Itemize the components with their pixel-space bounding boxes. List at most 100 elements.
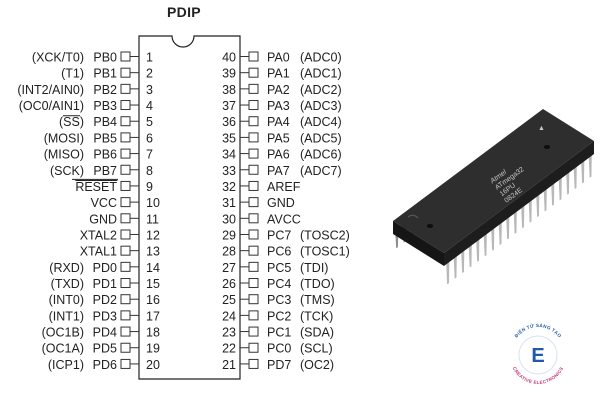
pin-port: PC5 [267,261,291,275]
pin-box-40 [248,51,259,62]
pin-alt-function: (OC1A) [42,342,84,356]
pin-port: PB1 [93,67,117,81]
pin-box-3 [120,83,131,94]
dip-outline [138,35,241,380]
pin-alt-function: (ADC5) [300,131,342,145]
pin-port: PB6 [93,148,117,162]
pin-port: PC6 [267,245,291,259]
chip-photo: ▲ Atmel ATmega32 16PU 0824E [393,109,594,285]
pin-box-16 [120,294,131,305]
pin-box-32 [248,180,259,191]
pin-port: AVCC [267,212,301,226]
pin-port: PA7 [267,164,290,178]
pin-number: 29 [222,228,236,242]
pin-port: PC2 [267,309,291,323]
pin-number: 33 [222,164,236,178]
chip-leg [551,180,555,206]
pin-box-25 [248,294,259,305]
pin-number: 27 [222,261,236,275]
pin-alt-function: (TOSC1) [300,245,350,259]
chip-leg [468,242,472,268]
pin-port: AREF [267,180,301,194]
pin-box-24 [248,310,259,321]
chip-leg [558,175,562,201]
pin-number: 13 [146,245,160,259]
pin-box-10 [120,197,131,208]
chip-leg [581,158,585,184]
pin-box-22 [248,342,259,353]
pin-number: 2 [146,67,153,81]
pin-port: PA1 [267,67,290,81]
pin-port: PD3 [93,309,117,323]
chip-leg [536,192,540,217]
pin-box-9 [120,180,131,191]
chip-leg [588,152,592,178]
pin-box-4 [120,100,131,111]
pin-port: PB0 [93,51,117,65]
chip-notch [407,214,419,219]
pin-alt-function: (SDA) [300,326,334,340]
pin-port: PD7 [267,358,291,372]
pin-box-8 [120,164,131,175]
pin-number: 35 [222,131,236,145]
pin-alt-function: (MOSI) [44,131,84,145]
pin-port: PC0 [267,342,291,356]
pin-port: PB3 [93,99,117,113]
pin-box-19 [120,342,131,353]
pin-box-29 [248,229,259,240]
pin-alt-function: (SCK) [50,164,84,178]
chip-leg [506,214,510,240]
pin-port: XTAL2 [80,228,117,242]
pin-alt-function: (TXD) [51,277,84,291]
chip-triangle-mark: ▲ [538,125,545,132]
pin-number: 32 [222,180,236,194]
chip-dimple-2 [543,145,551,149]
pin-alt-function: (ADC2) [300,83,342,97]
pin-box-39 [248,67,259,78]
pin-number: 18 [146,326,160,340]
pin-alt-function: (SCL) [300,342,333,356]
pin-port: PA6 [267,148,290,162]
pin-number: 11 [146,212,159,226]
pin-number: 4 [146,99,153,113]
chip-leg [476,236,480,262]
chip-leg [453,253,457,279]
pin-port: VCC [91,196,117,210]
pin-alt-function: (ADC4) [300,115,342,129]
pin-box-2 [120,67,131,78]
pin-port: PD6 [93,358,117,372]
pin-number: 37 [222,99,236,113]
chip-dimple-1 [426,224,434,228]
pin-box-6 [120,132,131,143]
pin-number: 28 [222,245,236,259]
pin-port: PA5 [267,131,290,145]
left-pin-column: 1PB0(XCK/T0)2PB1(T1)3PB2(INT2/AIN0)4PB3(… [17,51,160,372]
pin-port: PD1 [93,277,117,291]
pin-port: PC1 [267,326,291,340]
pin-port: RESET [75,180,117,194]
pin-box-27 [248,261,259,272]
pin-number: 40 [222,51,236,65]
watermark-circle [518,335,558,375]
pin-alt-function: (OC2) [300,358,334,372]
pin-alt-function: (XCK/T0) [32,51,84,65]
pin-port: PC3 [267,293,291,307]
pin-port: PB5 [93,131,117,145]
pin-box-23 [248,326,259,337]
pin-port: PA0 [267,51,290,65]
pin-alt-function: (OC0/AIN1) [19,99,84,113]
pin-box-12 [120,229,131,240]
pin-alt-function: (TMS) [300,293,335,307]
watermark-logo: ĐIỆN TỬ SÁNG TẠO CREATIVE ELECTRONICS E [512,322,564,385]
pin-number: 31 [222,196,236,210]
pin-number: 8 [146,164,153,178]
pin-number: 16 [146,293,160,307]
pin-port: PD0 [93,261,117,275]
pin-alt-function: (TDI) [300,261,328,275]
watermark-letter: E [531,345,544,367]
pin-number: 24 [222,309,236,323]
chip-leg [521,203,525,229]
pin-port: GND [267,196,295,210]
